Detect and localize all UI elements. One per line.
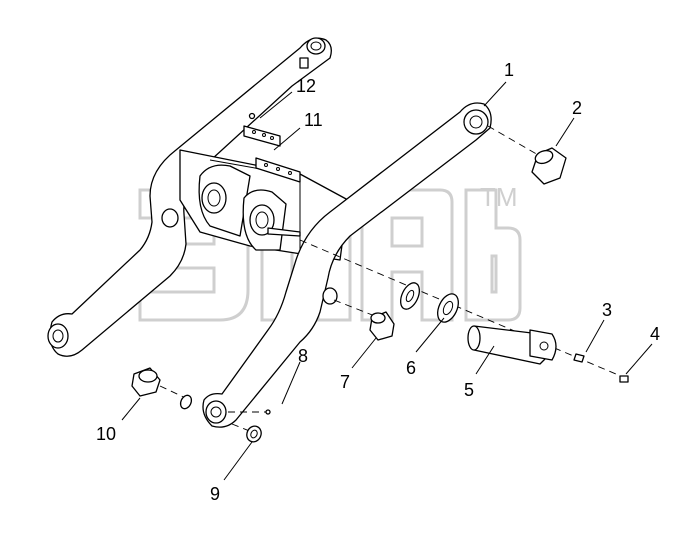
callout-6: 6 — [406, 358, 416, 378]
front-lift-arm — [202, 102, 492, 428]
part-7-sleeve — [369, 311, 395, 341]
part-10-bushing — [131, 367, 161, 397]
cross-tube — [179, 125, 349, 261]
callout-10: 10 — [96, 424, 116, 444]
callout-12: 12 — [296, 76, 316, 96]
part-3-nipple — [573, 353, 585, 363]
callout-2: 2 — [572, 98, 582, 118]
callout-11: 11 — [304, 110, 323, 130]
rear-lift-arm — [47, 37, 332, 357]
callout-7: 7 — [340, 372, 350, 392]
callout-4: 4 — [650, 324, 660, 344]
callout-3: 3 — [602, 300, 612, 320]
part-8-fitting — [265, 409, 271, 415]
callouts: 1 2 3 4 5 6 7 8 9 10 11 12 — [96, 60, 660, 504]
part-9-ring — [179, 394, 262, 443]
callout-1: 1 — [504, 60, 514, 80]
part-4-bolt — [619, 375, 629, 383]
part-2-bushing — [531, 147, 567, 185]
callout-5: 5 — [464, 380, 474, 400]
callout-9: 9 — [210, 484, 220, 504]
part-5-pin — [467, 325, 557, 365]
leader-lines — [121, 81, 653, 481]
callout-8: 8 — [298, 346, 308, 366]
part-6-washers — [399, 282, 459, 323]
watermark-tm: TM — [480, 182, 518, 212]
part-12-nipple — [248, 112, 256, 120]
